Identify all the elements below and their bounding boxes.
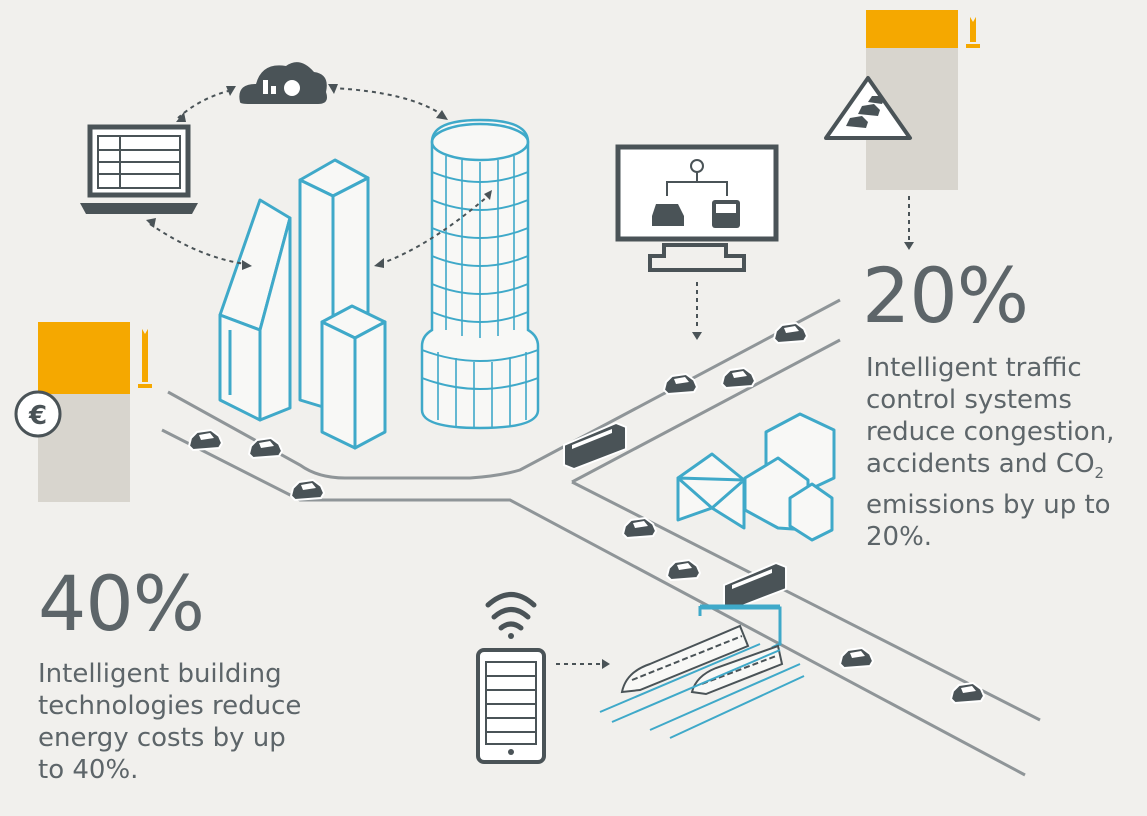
wifi-icon <box>485 592 537 639</box>
tower-building <box>420 118 540 430</box>
office-buildings <box>218 158 387 450</box>
bus-icon <box>723 562 787 610</box>
car-icon <box>839 647 874 669</box>
desc-line: 20%. <box>866 522 933 553</box>
euro-icon: € <box>14 390 62 438</box>
car-icon <box>188 429 223 451</box>
desc-line: accidents and CO <box>866 449 1095 479</box>
desc-line: reduce congestion, <box>866 417 1115 447</box>
desc-line: emissions by up to <box>866 490 1111 521</box>
car-icon <box>950 682 985 704</box>
car-icon <box>773 322 808 344</box>
co2-subscript: 2 <box>1094 464 1105 483</box>
arrow-heads <box>51 84 914 669</box>
traffic-reduction-description: Intelligent traffic control systems redu… <box>866 352 1147 553</box>
energy-saving-description: Intelligent building technologies reduce… <box>38 659 302 785</box>
car-icon <box>290 479 325 501</box>
smartphone-icon <box>476 648 546 764</box>
car-icon <box>721 367 756 389</box>
train-icon <box>599 604 805 739</box>
energy-saving-percent: 40% <box>38 559 205 648</box>
traffic-reduction-percent: 20% <box>862 251 1029 340</box>
houses <box>676 412 836 542</box>
desc-line: control systems <box>866 385 1072 415</box>
laptop-icon <box>80 124 198 214</box>
cloud-analytics-icon <box>239 62 327 104</box>
svg-text:€: € <box>28 401 47 431</box>
energy-cost-bar <box>38 322 152 502</box>
monitor-icon <box>615 144 779 272</box>
car-icon <box>666 559 701 581</box>
traffic-warning-icon <box>824 76 912 140</box>
desc-line: Intelligent traffic <box>866 353 1082 383</box>
